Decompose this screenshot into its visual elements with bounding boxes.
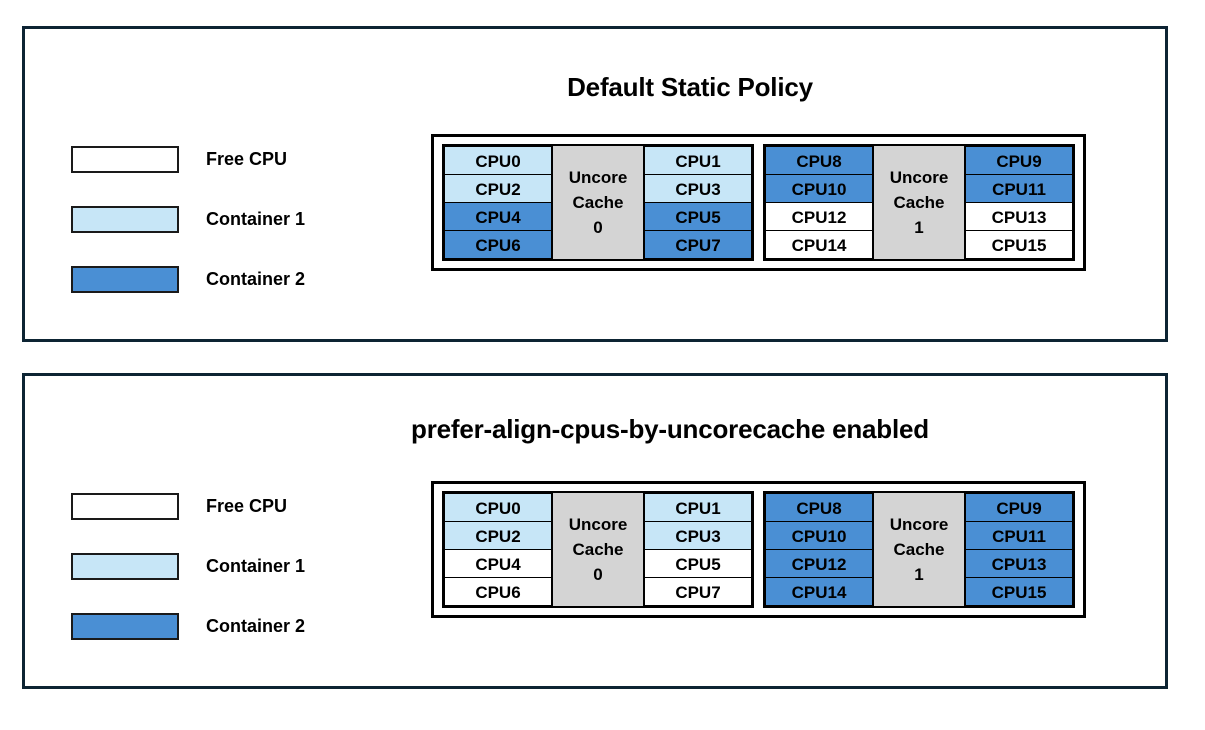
legend-swatch-container-1	[71, 552, 179, 580]
cpu-column-right-cache-0: CPU1 CPU3 CPU5 CPU7	[644, 146, 752, 259]
cpu-cell: CPU7	[644, 577, 752, 606]
cpu-column-right-cache-1: CPU9 CPU11 CPU13 CPU15	[965, 146, 1073, 259]
legend-swatch-free-cpu	[71, 492, 179, 520]
uncore-cache-index: 1	[914, 218, 924, 237]
legend-swatch-container-2	[71, 265, 179, 293]
cpu-cell: CPU11	[965, 521, 1073, 550]
cpu-cell: CPU0	[444, 146, 552, 175]
legend-item-container-1: Container 1	[71, 536, 305, 596]
legend-swatch-container-2	[71, 612, 179, 640]
cpu-cell: CPU8	[765, 146, 873, 175]
cpu-cell: CPU2	[444, 521, 552, 550]
cpu-column-right-cache-0: CPU1 CPU3 CPU5 CPU7	[644, 493, 752, 606]
cpu-cell: CPU15	[965, 230, 1073, 259]
legend: Free CPU Container 1 Container 2	[71, 129, 305, 309]
cpu-cell: CPU9	[965, 493, 1073, 522]
cpu-column-right-cache-1: CPU9 CPU11 CPU13 CPU15	[965, 493, 1073, 606]
uncore-cache-index: 0	[593, 218, 603, 237]
cpu-topology-diagram: CPU0 CPU2 CPU4 CPU6 Uncore Cache 0 CPU1 …	[431, 134, 1086, 271]
uncore-cache-label-line-2: Cache	[572, 540, 624, 559]
cpu-cell: CPU2	[444, 174, 552, 203]
legend-label-container-1: Container 1	[206, 208, 306, 229]
panel-default-static-policy: Default Static Policy Free CPU Container…	[22, 26, 1168, 342]
legend-label-free-cpu: Free CPU	[206, 148, 288, 169]
cpu-cell: CPU11	[965, 174, 1073, 203]
cache-group-1: CPU8 CPU10 CPU12 CPU14 Uncore Cache 1 CP…	[763, 144, 1075, 261]
legend-item-free-cpu: Free CPU	[71, 129, 305, 189]
page-title: Default Static Policy	[567, 72, 813, 102]
uncore-cache-0: Uncore Cache 0	[552, 493, 644, 606]
cpu-cell: CPU12	[765, 202, 873, 231]
cpu-cell: CPU9	[965, 146, 1073, 175]
cpu-cell: CPU13	[965, 549, 1073, 578]
legend: Free CPU Container 1 Container 2	[71, 476, 305, 656]
cpu-cell: CPU10	[765, 521, 873, 550]
legend-swatch-container-1	[71, 205, 179, 233]
cpu-cell: CPU13	[965, 202, 1073, 231]
uncore-cache-label-line-2: Cache	[893, 540, 945, 559]
legend-label-container-1: Container 1	[206, 555, 306, 576]
uncore-cache-index: 1	[914, 565, 924, 584]
legend-label-container-2: Container 2	[206, 268, 306, 289]
cpu-cell: CPU1	[644, 146, 752, 175]
uncore-cache-1: Uncore Cache 1	[873, 493, 965, 606]
cpu-cell: CPU14	[765, 577, 873, 606]
cpu-cell: CPU0	[444, 493, 552, 522]
cache-group-1: CPU8 CPU10 CPU12 CPU14 Uncore Cache 1 CP…	[763, 491, 1075, 608]
cpu-cell: CPU1	[644, 493, 752, 522]
uncore-cache-label-line-2: Cache	[572, 193, 624, 212]
cpu-column-left-cache-0: CPU0 CPU2 CPU4 CPU6	[444, 493, 552, 606]
cpu-cell: CPU8	[765, 493, 873, 522]
cpu-cell: CPU12	[765, 549, 873, 578]
uncore-cache-label-line-1: Uncore	[889, 168, 949, 187]
cpu-cell: CPU5	[644, 549, 752, 578]
legend-label-free-cpu: Free CPU	[206, 495, 288, 516]
cpu-cell: CPU15	[965, 577, 1073, 606]
legend-item-free-cpu: Free CPU	[71, 476, 305, 536]
uncore-cache-label-line-1: Uncore	[568, 168, 628, 187]
cpu-cell: CPU10	[765, 174, 873, 203]
cpu-cell: CPU5	[644, 202, 752, 231]
cpu-cell: CPU14	[765, 230, 873, 259]
page-title: prefer-align-cpus-by-uncorecache enabled	[411, 414, 929, 444]
legend-swatch-free-cpu	[71, 145, 179, 173]
cache-group-0: CPU0 CPU2 CPU4 CPU6 Uncore Cache 0 CPU1 …	[442, 491, 754, 608]
cpu-cell: CPU3	[644, 521, 752, 550]
cpu-cell: CPU6	[444, 577, 552, 606]
cpu-topology-diagram: CPU0 CPU2 CPU4 CPU6 Uncore Cache 0 CPU1 …	[431, 481, 1086, 618]
cpu-column-left-cache-1: CPU8 CPU10 CPU12 CPU14	[765, 493, 873, 606]
cpu-cell: CPU4	[444, 549, 552, 578]
cache-group-0: CPU0 CPU2 CPU4 CPU6 Uncore Cache 0 CPU1 …	[442, 144, 754, 261]
legend-item-container-2: Container 2	[71, 249, 305, 309]
legend-item-container-1: Container 1	[71, 189, 305, 249]
cpu-column-left-cache-1: CPU8 CPU10 CPU12 CPU14	[765, 146, 873, 259]
cpu-cell: CPU3	[644, 174, 752, 203]
cpu-cell: CPU6	[444, 230, 552, 259]
uncore-cache-label-line-2: Cache	[893, 193, 945, 212]
uncore-cache-label-line-1: Uncore	[889, 515, 949, 534]
uncore-cache-1: Uncore Cache 1	[873, 146, 965, 259]
legend-item-container-2: Container 2	[71, 596, 305, 656]
legend-label-container-2: Container 2	[206, 615, 306, 636]
uncore-cache-label-line-1: Uncore	[568, 515, 628, 534]
cpu-cell: CPU7	[644, 230, 752, 259]
uncore-cache-index: 0	[593, 565, 603, 584]
panel-prefer-align-cpus-by-uncorecache: prefer-align-cpus-by-uncorecache enabled…	[22, 373, 1168, 689]
uncore-cache-0: Uncore Cache 0	[552, 146, 644, 259]
cpu-column-left-cache-0: CPU0 CPU2 CPU4 CPU6	[444, 146, 552, 259]
cpu-cell: CPU4	[444, 202, 552, 231]
